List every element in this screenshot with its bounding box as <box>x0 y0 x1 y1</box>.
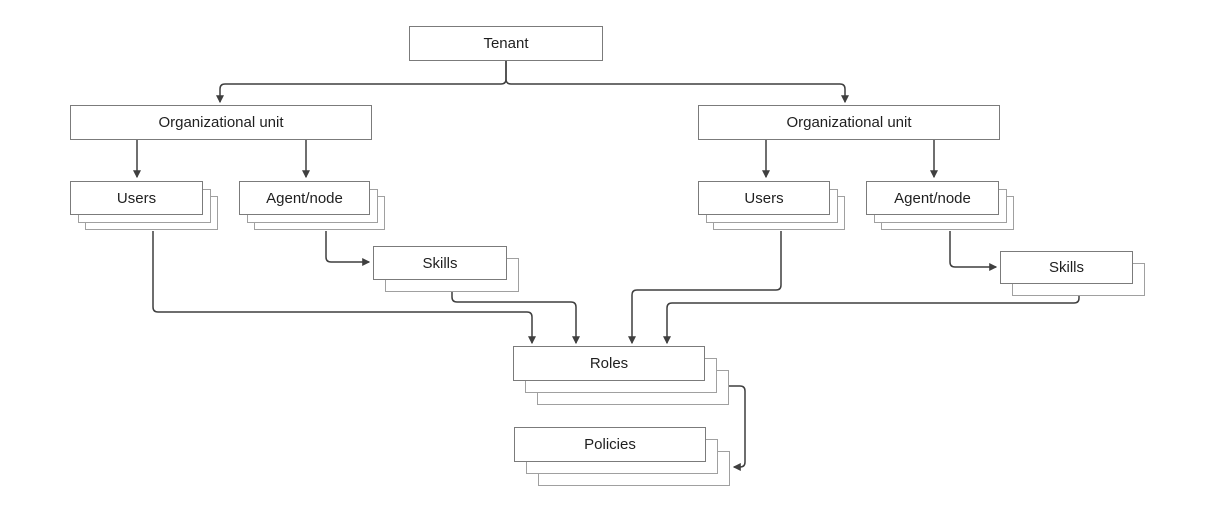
node-roles: Roles <box>513 346 729 405</box>
node-skills-right-box: Skills <box>1000 251 1133 284</box>
edge-tenant-to-ou-right <box>505 61 849 104</box>
node-policies-label: Policies <box>584 436 636 453</box>
edge-skills-left-to-roles <box>451 292 580 345</box>
node-roles-box: Roles <box>513 346 705 381</box>
node-skills-right-label: Skills <box>1048 259 1084 276</box>
node-policies: Policies <box>514 427 730 486</box>
edge-users-left-to-roles <box>152 231 536 345</box>
node-ou-right-label: Organizational unit <box>786 114 912 131</box>
node-agent-left-box: Agent/node <box>239 181 370 215</box>
node-users-right-label: Users <box>744 189 784 207</box>
node-ou-right-box: Organizational unit <box>698 105 1000 140</box>
node-users-left-box: Users <box>70 181 203 215</box>
node-tenant-label: Tenant <box>483 35 529 52</box>
edge-skills-right-to-roles <box>663 296 1080 345</box>
node-users-right-box: Users <box>698 181 830 215</box>
node-tenant: Tenant <box>409 26 603 61</box>
edge-users-right-to-roles <box>628 231 782 345</box>
node-skills-left: Skills <box>373 246 519 292</box>
edge-roles-to-policies <box>729 385 746 471</box>
node-agent-right-label: Agent/node <box>894 189 971 207</box>
node-agent-left-label: Agent/node <box>266 189 343 207</box>
node-skills-left-box: Skills <box>373 246 507 280</box>
node-tenant-box: Tenant <box>409 26 603 61</box>
node-policies-box: Policies <box>514 427 706 462</box>
node-users-left: Users <box>70 181 218 230</box>
node-skills-right: Skills <box>1000 251 1145 296</box>
node-ou-left-label: Organizational unit <box>158 114 284 131</box>
node-ou-left: Organizational unit <box>70 105 372 140</box>
node-skills-left-label: Skills <box>422 254 458 272</box>
node-agent-left: Agent/node <box>239 181 385 230</box>
edge-agent-right-to-skills-right <box>949 231 998 271</box>
node-users-right: Users <box>698 181 845 230</box>
edge-tenant-to-ou-left <box>216 61 507 104</box>
node-roles-label: Roles <box>589 355 629 372</box>
node-ou-right: Organizational unit <box>698 105 1000 140</box>
edge-agent-left-to-skills-left <box>325 231 371 266</box>
node-users-left-label: Users <box>116 189 157 207</box>
node-agent-right: Agent/node <box>866 181 1014 230</box>
node-agent-right-box: Agent/node <box>866 181 999 215</box>
node-ou-left-box: Organizational unit <box>70 105 372 140</box>
